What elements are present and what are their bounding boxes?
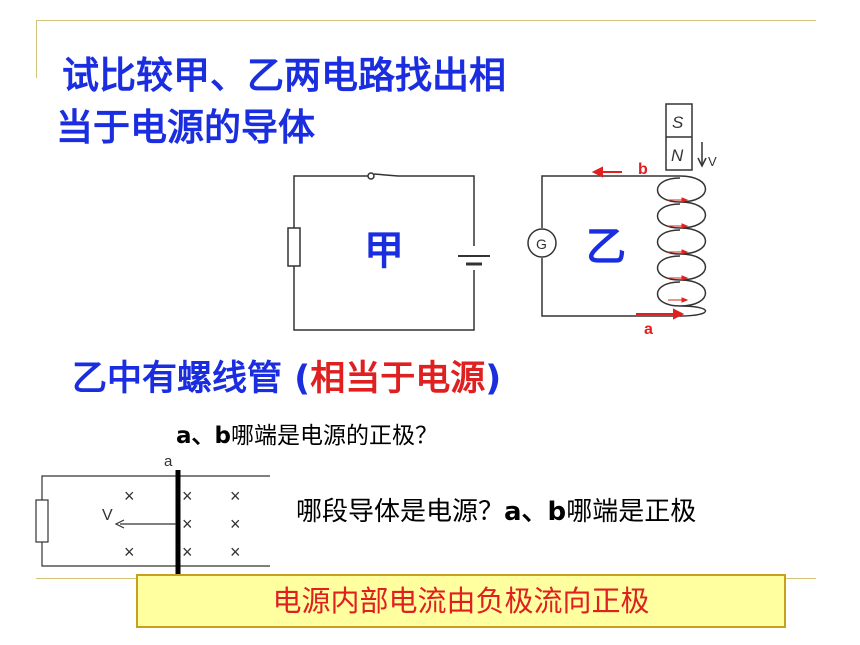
coil-arrow-3-head: [681, 249, 689, 255]
question-1-text: 哪端是电源的正极？: [230, 423, 438, 449]
yi-wire: [541, 175, 680, 317]
subheading-highlight: 相当于电源: [310, 359, 486, 399]
question-2-ends: a、b: [504, 497, 567, 527]
circuit-yi-label: 乙: [586, 224, 626, 270]
field-mark: ×: [124, 542, 135, 562]
circuit-jia: [287, 172, 490, 331]
rod-top-label: a: [164, 453, 173, 470]
field-mark: ×: [230, 486, 241, 506]
question-1-ends: a、b: [176, 423, 231, 449]
galvanometer: [527, 228, 557, 258]
question-1: a、b哪端是电源的正极？: [176, 416, 438, 450]
note-box: 电源内部电流由负极流向正极: [136, 574, 786, 628]
field-mark: ×: [230, 514, 241, 534]
question-2-part2: 哪端是正极: [566, 497, 697, 527]
solenoid: [656, 175, 707, 317]
subheading: 乙中有螺线管 (相当于电源): [72, 350, 501, 401]
field-marks: × × × × × × × ×: [124, 486, 241, 562]
rod-diagram: [35, 470, 270, 576]
coil-arrow-4-head: [681, 275, 689, 281]
switch-pivot: [367, 172, 375, 180]
field-mark: ×: [182, 542, 193, 562]
rod-velocity-label: V: [102, 507, 113, 524]
field-mark: ×: [182, 514, 193, 534]
galvanometer-label: G: [536, 236, 547, 252]
question-2-part1: 哪段导体是电源？: [296, 497, 505, 527]
coil-arrow-1-head: [681, 197, 689, 203]
rod-velocity-head: [114, 519, 125, 529]
subheading-main: 乙中有螺线管 (: [72, 359, 311, 399]
field-mark: ×: [182, 486, 193, 506]
question-2: 哪段导体是电源？a、b哪端是正极: [296, 492, 796, 532]
arrow-b-head: [591, 166, 603, 178]
rails: [41, 475, 270, 567]
title-line-2: 当于电源的导体: [56, 106, 315, 149]
magnet-s-label: S: [672, 113, 684, 132]
arrow-a-head: [673, 308, 685, 320]
coil-arrow-2-head: [681, 223, 689, 229]
current-arrows: [591, 166, 689, 320]
field-mark: ×: [230, 542, 241, 562]
coil-arrow-5-head: [681, 297, 689, 303]
magnet-n-label: N: [671, 146, 684, 165]
circuit-jia-label: 甲: [364, 228, 404, 274]
circuit-yi: [527, 103, 707, 317]
end-b-label: b: [638, 161, 648, 178]
page-title: 试比较甲、乙两电路找出相 当于电源的导体: [56, 50, 622, 154]
velocity-label: V: [708, 154, 717, 169]
top-rule: [36, 20, 816, 21]
velocity-arrow-head: [697, 157, 707, 168]
rail-resistor: [35, 499, 49, 543]
title-line-1: 试比较甲、乙两电路找出相: [62, 54, 506, 97]
subheading-close: ): [485, 359, 502, 399]
resistor: [287, 227, 301, 267]
end-a-label: a: [644, 321, 653, 338]
field-mark: ×: [124, 486, 135, 506]
left-rule: [36, 20, 37, 78]
